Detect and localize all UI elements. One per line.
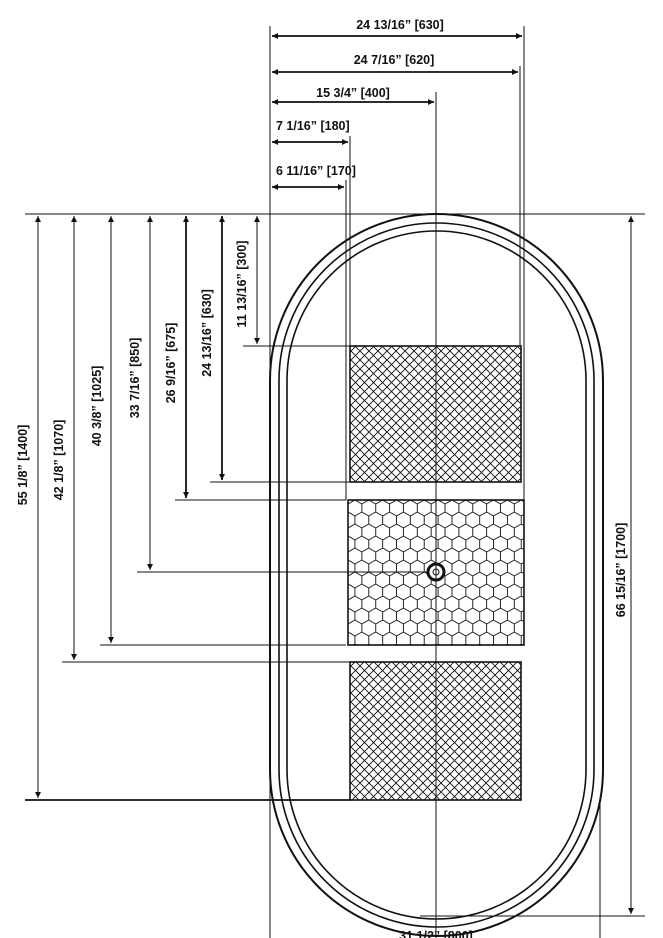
left-dimensions: 11 13/16” [300] 24 13/16” [630] 26 9/16”… [16,216,260,798]
dim-label-top-630: 24 13/16” [630] [356,18,444,32]
dim-label-left-1070: 42 1/8” [1070] [52,420,66,501]
right-dimensions: 66 15/16” [1700] [614,216,634,914]
dim-label-left-850: 33 7/16” [850] [128,338,142,419]
dim-label-right-1700: 66 15/16” [1700] [614,523,628,618]
reference-lines [25,26,645,938]
bottom-dimensions: 31 1/2” [800] [399,929,473,938]
dim-label-bottom-800: 31 1/2” [800] [399,929,473,938]
dim-label-top-170: 6 11/16” [170] [276,164,356,178]
dim-label-left-675: 26 9/16” [675] [164,323,178,404]
dim-label-top-180: 7 1/16” [180] [276,119,350,133]
dim-label-left-300: 11 13/16” [300] [235,241,249,328]
dim-label-top-620: 24 7/16” [620] [354,53,435,67]
dim-label-top-400: 15 3/4” [400] [316,86,390,100]
top-dimensions: 24 13/16” [630] 24 7/16” [620] 15 3/4” [… [272,18,522,190]
dim-label-left-630: 24 13/16” [630] [200,289,214,377]
dim-label-left-1025: 40 3/8” [1025] [90,366,104,447]
dim-label-left-1400: 55 1/8” [1400] [16,425,30,506]
